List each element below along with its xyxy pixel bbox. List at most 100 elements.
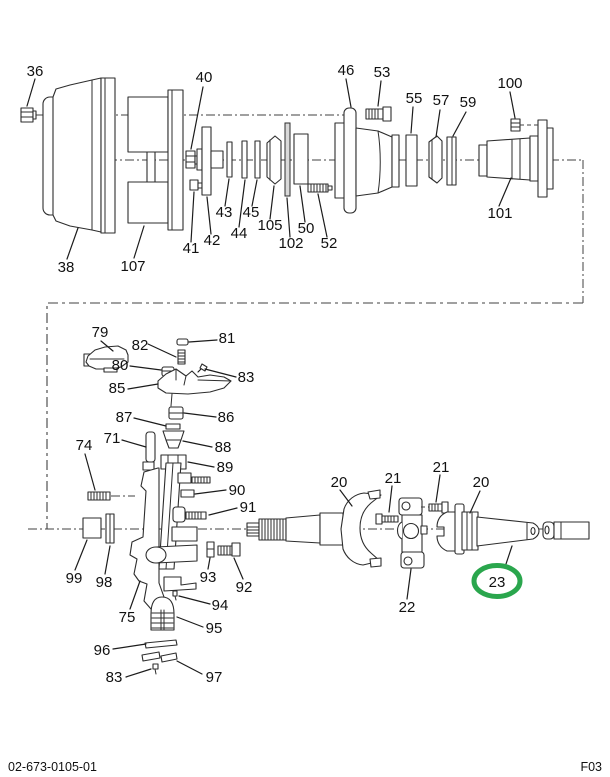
part-label-101: 101 [487,205,512,222]
steering-column-assembly [82,338,241,675]
part-label-21-right: 21 [433,459,450,476]
figure-number: 02-673-0105-01 [8,760,97,774]
part-label-75: 75 [119,609,136,626]
washer-59 [446,136,457,186]
cup-105 [266,135,282,185]
part-label-100: 100 [497,75,522,92]
part-label-71: 71 [104,430,121,447]
yoke-20-left [340,489,382,568]
part-label-83-bottom: 83 [106,669,123,686]
spacer-50 [293,133,309,185]
part-label-23: 23 [489,574,506,591]
bushing-88 [162,430,185,449]
bracket-107 [127,89,184,231]
dashed-boundary-box [46,302,583,529]
washer-55 [405,134,418,187]
part-label-91: 91 [240,499,257,516]
part-label-55: 55 [406,90,423,107]
part-label-22: 22 [399,599,416,616]
part-label-95: 95 [206,620,223,637]
part-label-20-left: 20 [331,474,348,491]
part-label-43: 43 [216,204,233,221]
screw-94 [172,590,178,601]
bolt-53 [365,106,392,122]
washer-98 [105,513,115,544]
stud-52 [307,183,333,193]
pin-71 [142,431,156,471]
bushing-86 [168,406,184,420]
plate-102 [284,122,291,197]
screw-82 [177,349,186,365]
part-label-90: 90 [229,482,246,499]
part-label-80: 80 [112,357,129,374]
part-label-87: 87 [116,409,133,426]
washer-96 [144,639,178,649]
boot-95 [150,596,175,631]
part-label-85: 85 [109,380,126,397]
part-label-42: 42 [204,232,221,249]
leader-lines [26,78,516,678]
part-label-52: 52 [321,235,338,252]
washer-87 [165,423,181,430]
sheet-code: F03 [580,760,602,774]
pin-97 [141,651,178,663]
part-label-102: 102 [278,235,303,252]
hub-46 [334,107,400,214]
part-label-105: 105 [257,217,282,234]
washer-45 [254,140,261,179]
brake-drum-38 [42,77,116,234]
screw-83-top [197,363,208,373]
column-bracket-75 [129,462,198,612]
block-99 [82,517,102,539]
part-label-98: 98 [96,574,113,591]
part-label-21-left: 21 [385,470,402,487]
u-joint-22 [396,497,428,569]
stud-90 [191,476,211,484]
highlight-ellipse-part-23 [471,563,523,599]
part-label-79: 79 [92,324,109,341]
part-label-88: 88 [215,439,232,456]
stud-74 [87,491,111,501]
screw-83-bottom [152,663,159,675]
part-label-53: 53 [374,64,391,81]
part-labels: 36 40 38 107 41 42 43 44 45 105 102 50 5… [27,62,523,686]
part-label-41: 41 [183,240,200,257]
bolt-100 [510,118,539,132]
part-label-59: 59 [460,94,477,111]
part-label-93: 93 [200,569,217,586]
bolt-21-left [375,513,399,525]
washer-43 [226,141,233,178]
bolt-92 [217,542,241,557]
part-label-74: 74 [76,437,93,454]
part-label-38: 38 [58,259,75,276]
part-label-36: 36 [27,63,44,80]
part-label-97: 97 [206,669,223,686]
cap-81 [176,338,189,346]
washer-44 [241,140,248,179]
part-label-86: 86 [218,409,235,426]
part-label-89: 89 [217,459,234,476]
part-label-20-right: 20 [473,474,490,491]
part-label-83-top: 83 [238,369,255,386]
shaft-flange-101 [478,119,554,198]
bolt-41 [189,179,203,191]
shaft-splined-end [246,512,344,546]
part-label-99: 99 [66,570,83,587]
ring-57 [428,135,443,184]
part-label-50: 50 [298,220,315,237]
spacer-93 [206,541,215,558]
part-label-107: 107 [120,258,145,275]
bolt-36 [20,107,37,123]
steering-shaft-assembly [246,489,590,569]
bolt-21-right [421,501,449,514]
part-label-44: 44 [231,225,248,242]
shaft-23 [476,516,590,547]
part-label-92: 92 [236,579,253,596]
stud-91 [185,511,207,520]
upper-assembly [20,77,554,234]
disc-42 [196,126,224,196]
part-label-94: 94 [212,597,229,614]
lever-bracket-85 [157,368,232,395]
